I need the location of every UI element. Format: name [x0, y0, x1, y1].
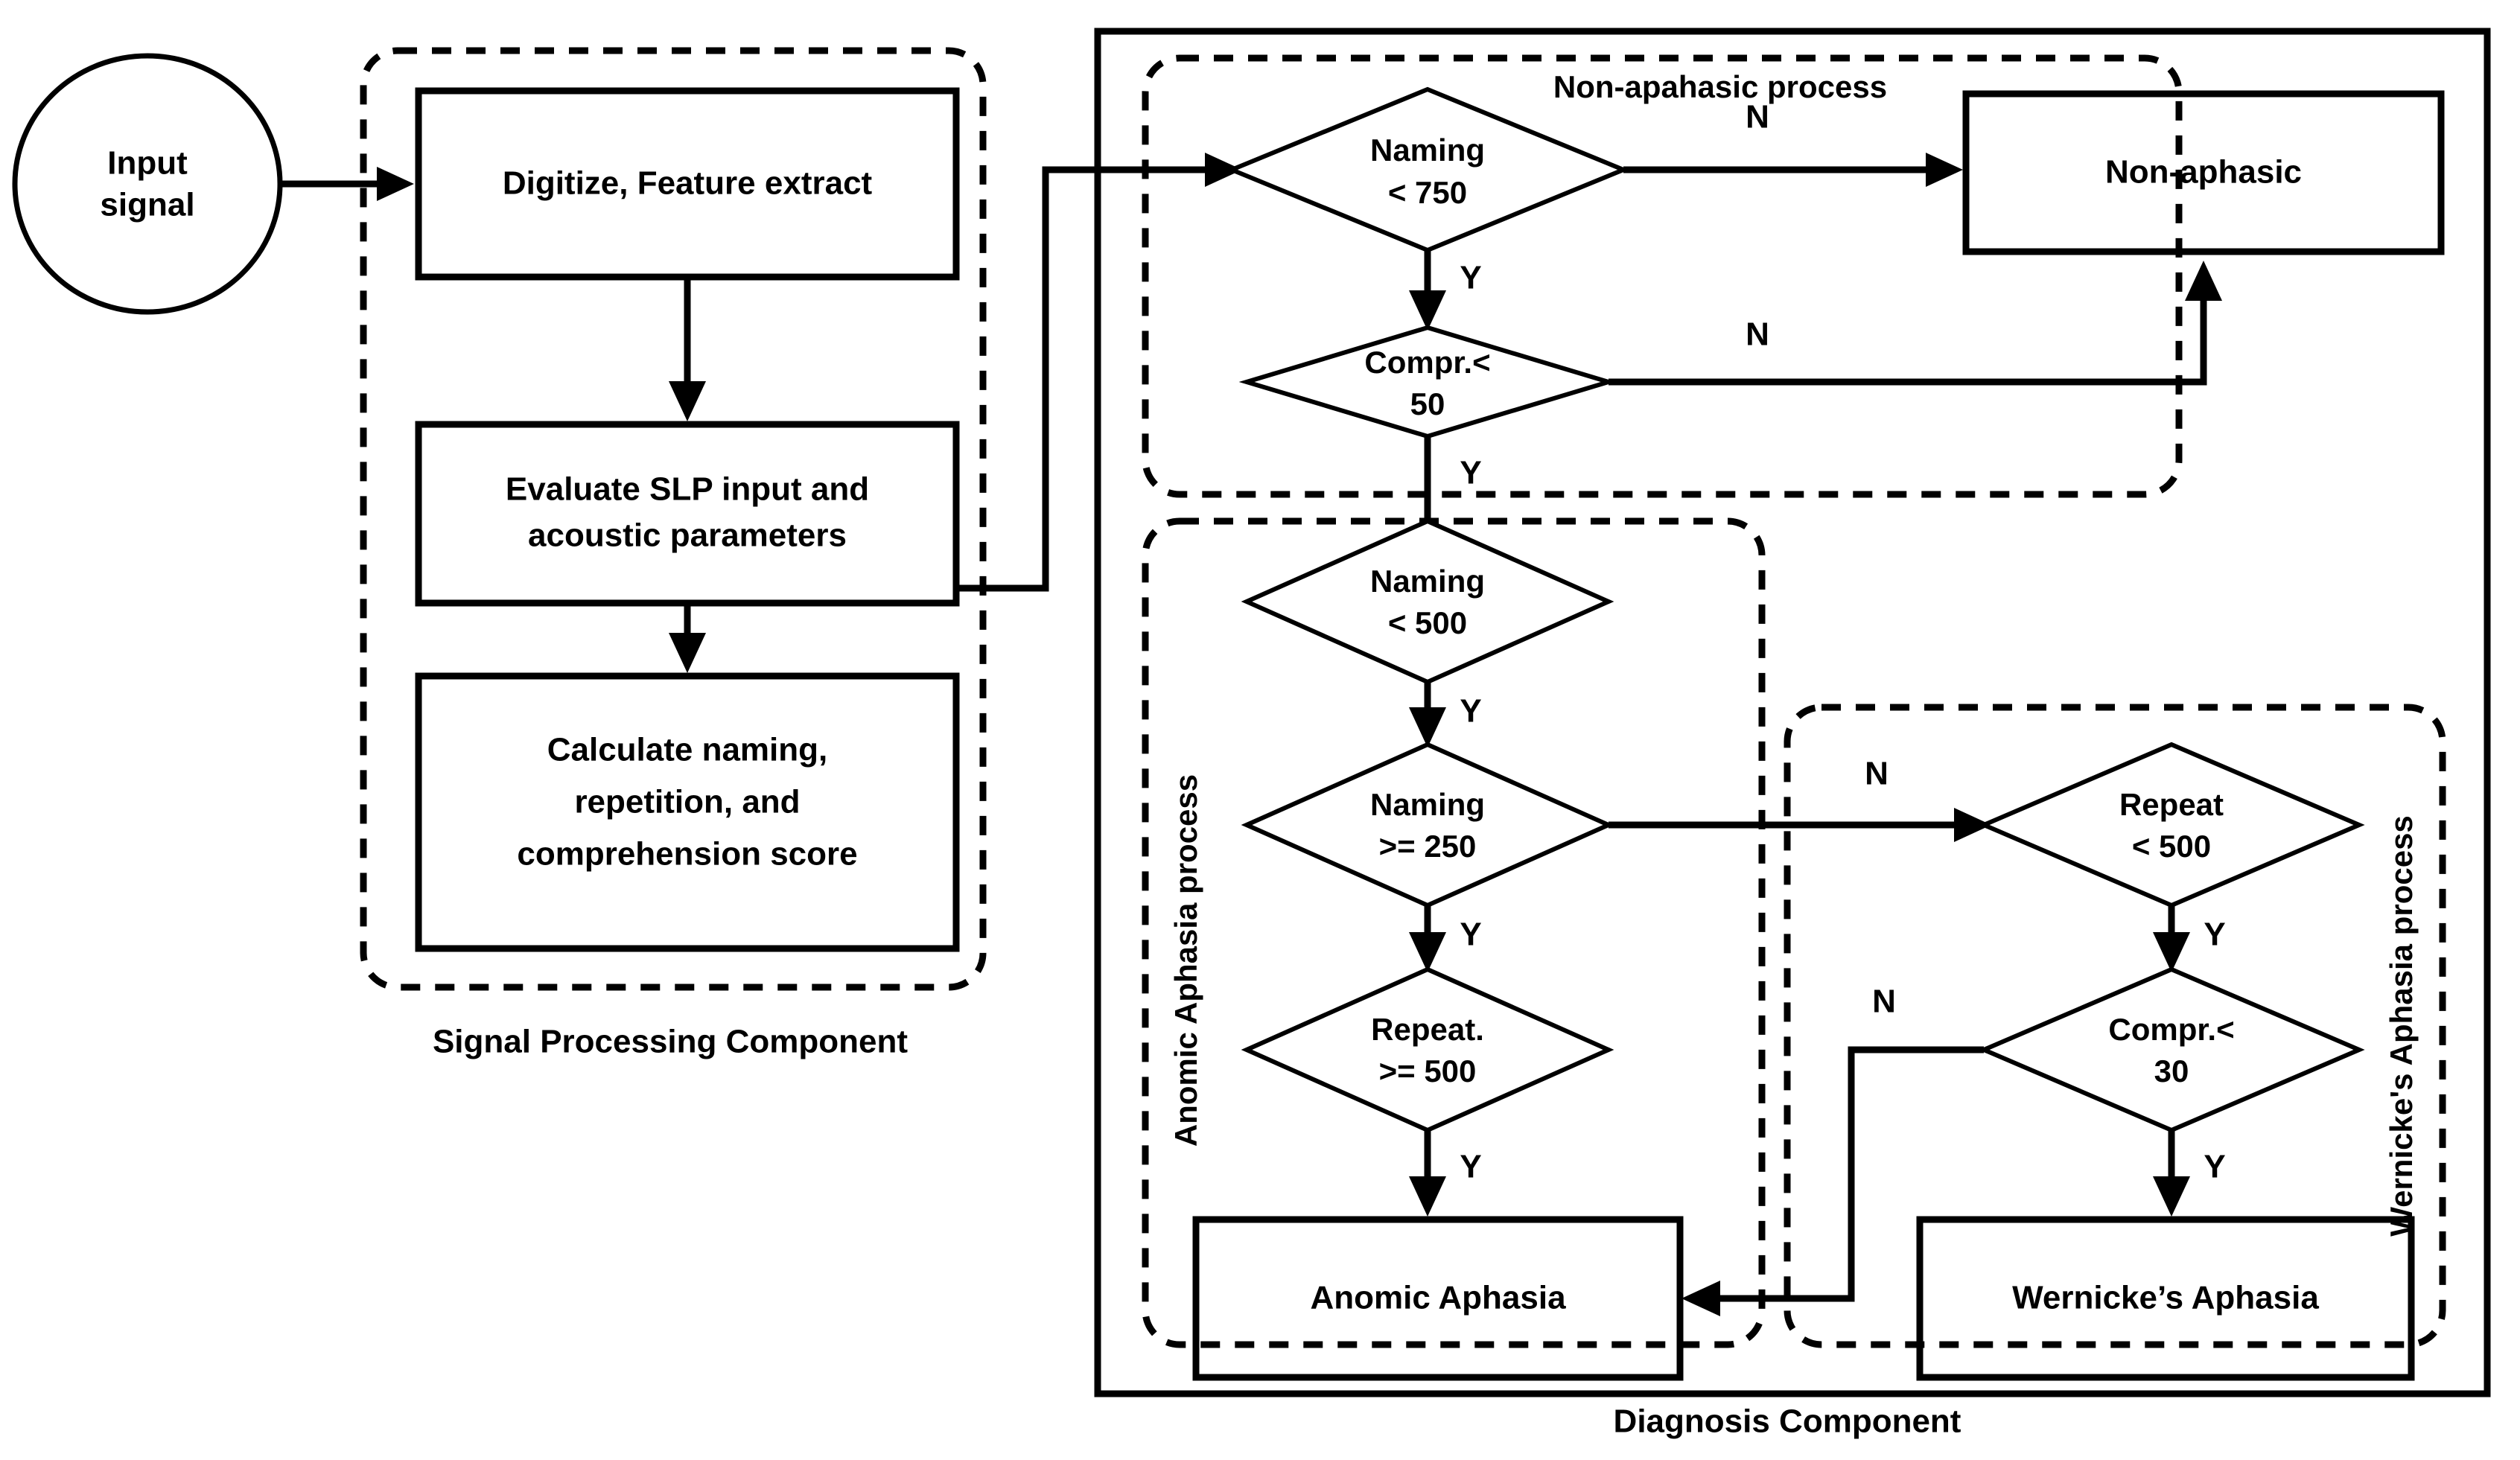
input-signal-label-line2: signal: [100, 187, 194, 223]
anomic-process-group-border: [1142, 517, 1766, 1348]
arrowhead-compr30-yes: [2153, 1176, 2190, 1217]
decision-naming-750[interactable]: [1226, 86, 1629, 253]
wernicke-process-group-border: [1784, 704, 2446, 1348]
decision-naming-500[interactable]: [1241, 518, 1614, 685]
step-calculate-box[interactable]: [415, 672, 960, 952]
branch-label-naming750-no: N: [1746, 99, 1769, 136]
branch-label-naming250-no: N: [1865, 756, 1889, 792]
branch-label-compr50-no: N: [1746, 316, 1769, 353]
arrowhead-repeatlt500-yes: [2153, 932, 2190, 972]
decision-compr-50-line1: Compr.<: [1364, 345, 1490, 380]
decision-naming-250-line1: Naming: [1370, 787, 1485, 822]
input-signal-label-line1: Input: [107, 145, 188, 182]
branch-label-naming250-yes: Y: [1460, 917, 1481, 953]
connector-compr50-no: [1609, 280, 2207, 386]
step-evaluate-box[interactable]: [415, 421, 960, 607]
step-calculate-label-line3: comprehension score: [517, 836, 857, 873]
arrowhead-input-to-digitize: [377, 167, 414, 201]
decision-naming-250-line2: >= 250: [1379, 829, 1477, 864]
decision-repeat-ge-500-line2: >= 500: [1379, 1053, 1477, 1088]
arrowhead-compr50-no: [2185, 261, 2222, 301]
decision-repeat-lt-500-line1: Repeat: [2119, 787, 2224, 822]
terminal-non-aphasic-label: Non-aphasic: [2105, 154, 2302, 191]
terminal-non-aphasic-box[interactable]: [1962, 90, 2445, 255]
connector-evaluate-to-naming750: [956, 166, 1229, 592]
terminal-wernicke-aphasia-label: Wernicke’s Aphasia: [2012, 1280, 2319, 1316]
decision-compr-50-line2: 50: [1410, 386, 1445, 421]
arrowhead-naming500-yes: [1409, 707, 1446, 747]
branch-label-repeatge500-yes: Y: [1460, 1149, 1481, 1185]
branch-label-naming500-yes: Y: [1460, 693, 1481, 730]
step-digitize-label: Digitize, Feature extract: [503, 165, 873, 202]
arrowhead-compr30-no: [1681, 1281, 1720, 1316]
arrowhead-evaluate-to-calculate: [669, 633, 706, 673]
wernicke-process-group-label: Wernicke's Aphasia process: [2384, 815, 2419, 1237]
step-evaluate-label-line2: acoustic parameters: [528, 517, 847, 554]
arrowhead-naming750-yes: [1409, 290, 1446, 331]
arrowhead-naming750-no: [1926, 153, 1963, 187]
step-evaluate-label-line1: Evaluate SLP input and: [506, 471, 869, 508]
branch-label-compr30-yes: Y: [2204, 1149, 2225, 1185]
arrowhead-naming250-yes: [1409, 932, 1446, 972]
terminal-anomic-aphasia-label: Anomic Aphasia: [1310, 1280, 1566, 1316]
branch-label-compr30-no: N: [1872, 984, 1896, 1020]
diagnosis-component-border: [1094, 28, 2491, 1397]
decision-compr-30[interactable]: [1978, 966, 2365, 1133]
decision-naming-250[interactable]: [1241, 742, 1614, 908]
non-aphasic-process-group-border: [1142, 54, 2183, 498]
arrowhead-repeatge500-yes: [1409, 1176, 1446, 1217]
decision-repeat-lt-500[interactable]: [1978, 742, 2365, 908]
branch-label-compr50-yes: Y: [1460, 455, 1481, 491]
decision-compr-30-line2: 30: [2154, 1053, 2189, 1088]
decision-repeat-ge-500-line1: Repeat.: [1371, 1012, 1484, 1047]
signal-processing-group-border: [360, 47, 987, 991]
decision-naming-500-line1: Naming: [1370, 564, 1485, 599]
decision-compr-30-line1: Compr.<: [2108, 1012, 2234, 1047]
connector-compr30-no: [1702, 1046, 1984, 1302]
step-calculate-label-line1: Calculate naming,: [547, 732, 828, 768]
arrowhead-digitize-to-evaluate: [669, 381, 706, 421]
input-signal-node[interactable]: [12, 53, 283, 315]
anomic-process-group-label: Anomic Aphasia process: [1168, 774, 1203, 1147]
decision-naming-750-line1: Naming: [1370, 133, 1485, 168]
branch-label-repeatlt500-yes: Y: [2204, 917, 2225, 953]
arrowhead-naming250-no: [1954, 808, 1991, 842]
decision-repeat-ge-500[interactable]: [1241, 966, 1614, 1133]
terminal-anomic-aphasia-box[interactable]: [1192, 1216, 1684, 1381]
decision-naming-500-line2: < 500: [1388, 605, 1467, 640]
arrowhead-evaluate-to-naming750: [1205, 153, 1242, 187]
step-calculate-label-line2: repetition, and: [574, 784, 800, 820]
decision-repeat-lt-500-line2: < 500: [2132, 829, 2211, 864]
signal-processing-component-label: Signal Processing Component: [433, 1024, 908, 1060]
branch-label-naming750-yes: Y: [1460, 260, 1481, 296]
terminal-wernicke-aphasia-box[interactable]: [1916, 1216, 2415, 1381]
non-aphasic-process-group-label: Non-apahasic process: [1553, 69, 1887, 104]
decision-naming-750-line2: < 750: [1388, 175, 1467, 210]
diagnosis-component-label: Diagnosis Component: [1614, 1403, 1961, 1440]
